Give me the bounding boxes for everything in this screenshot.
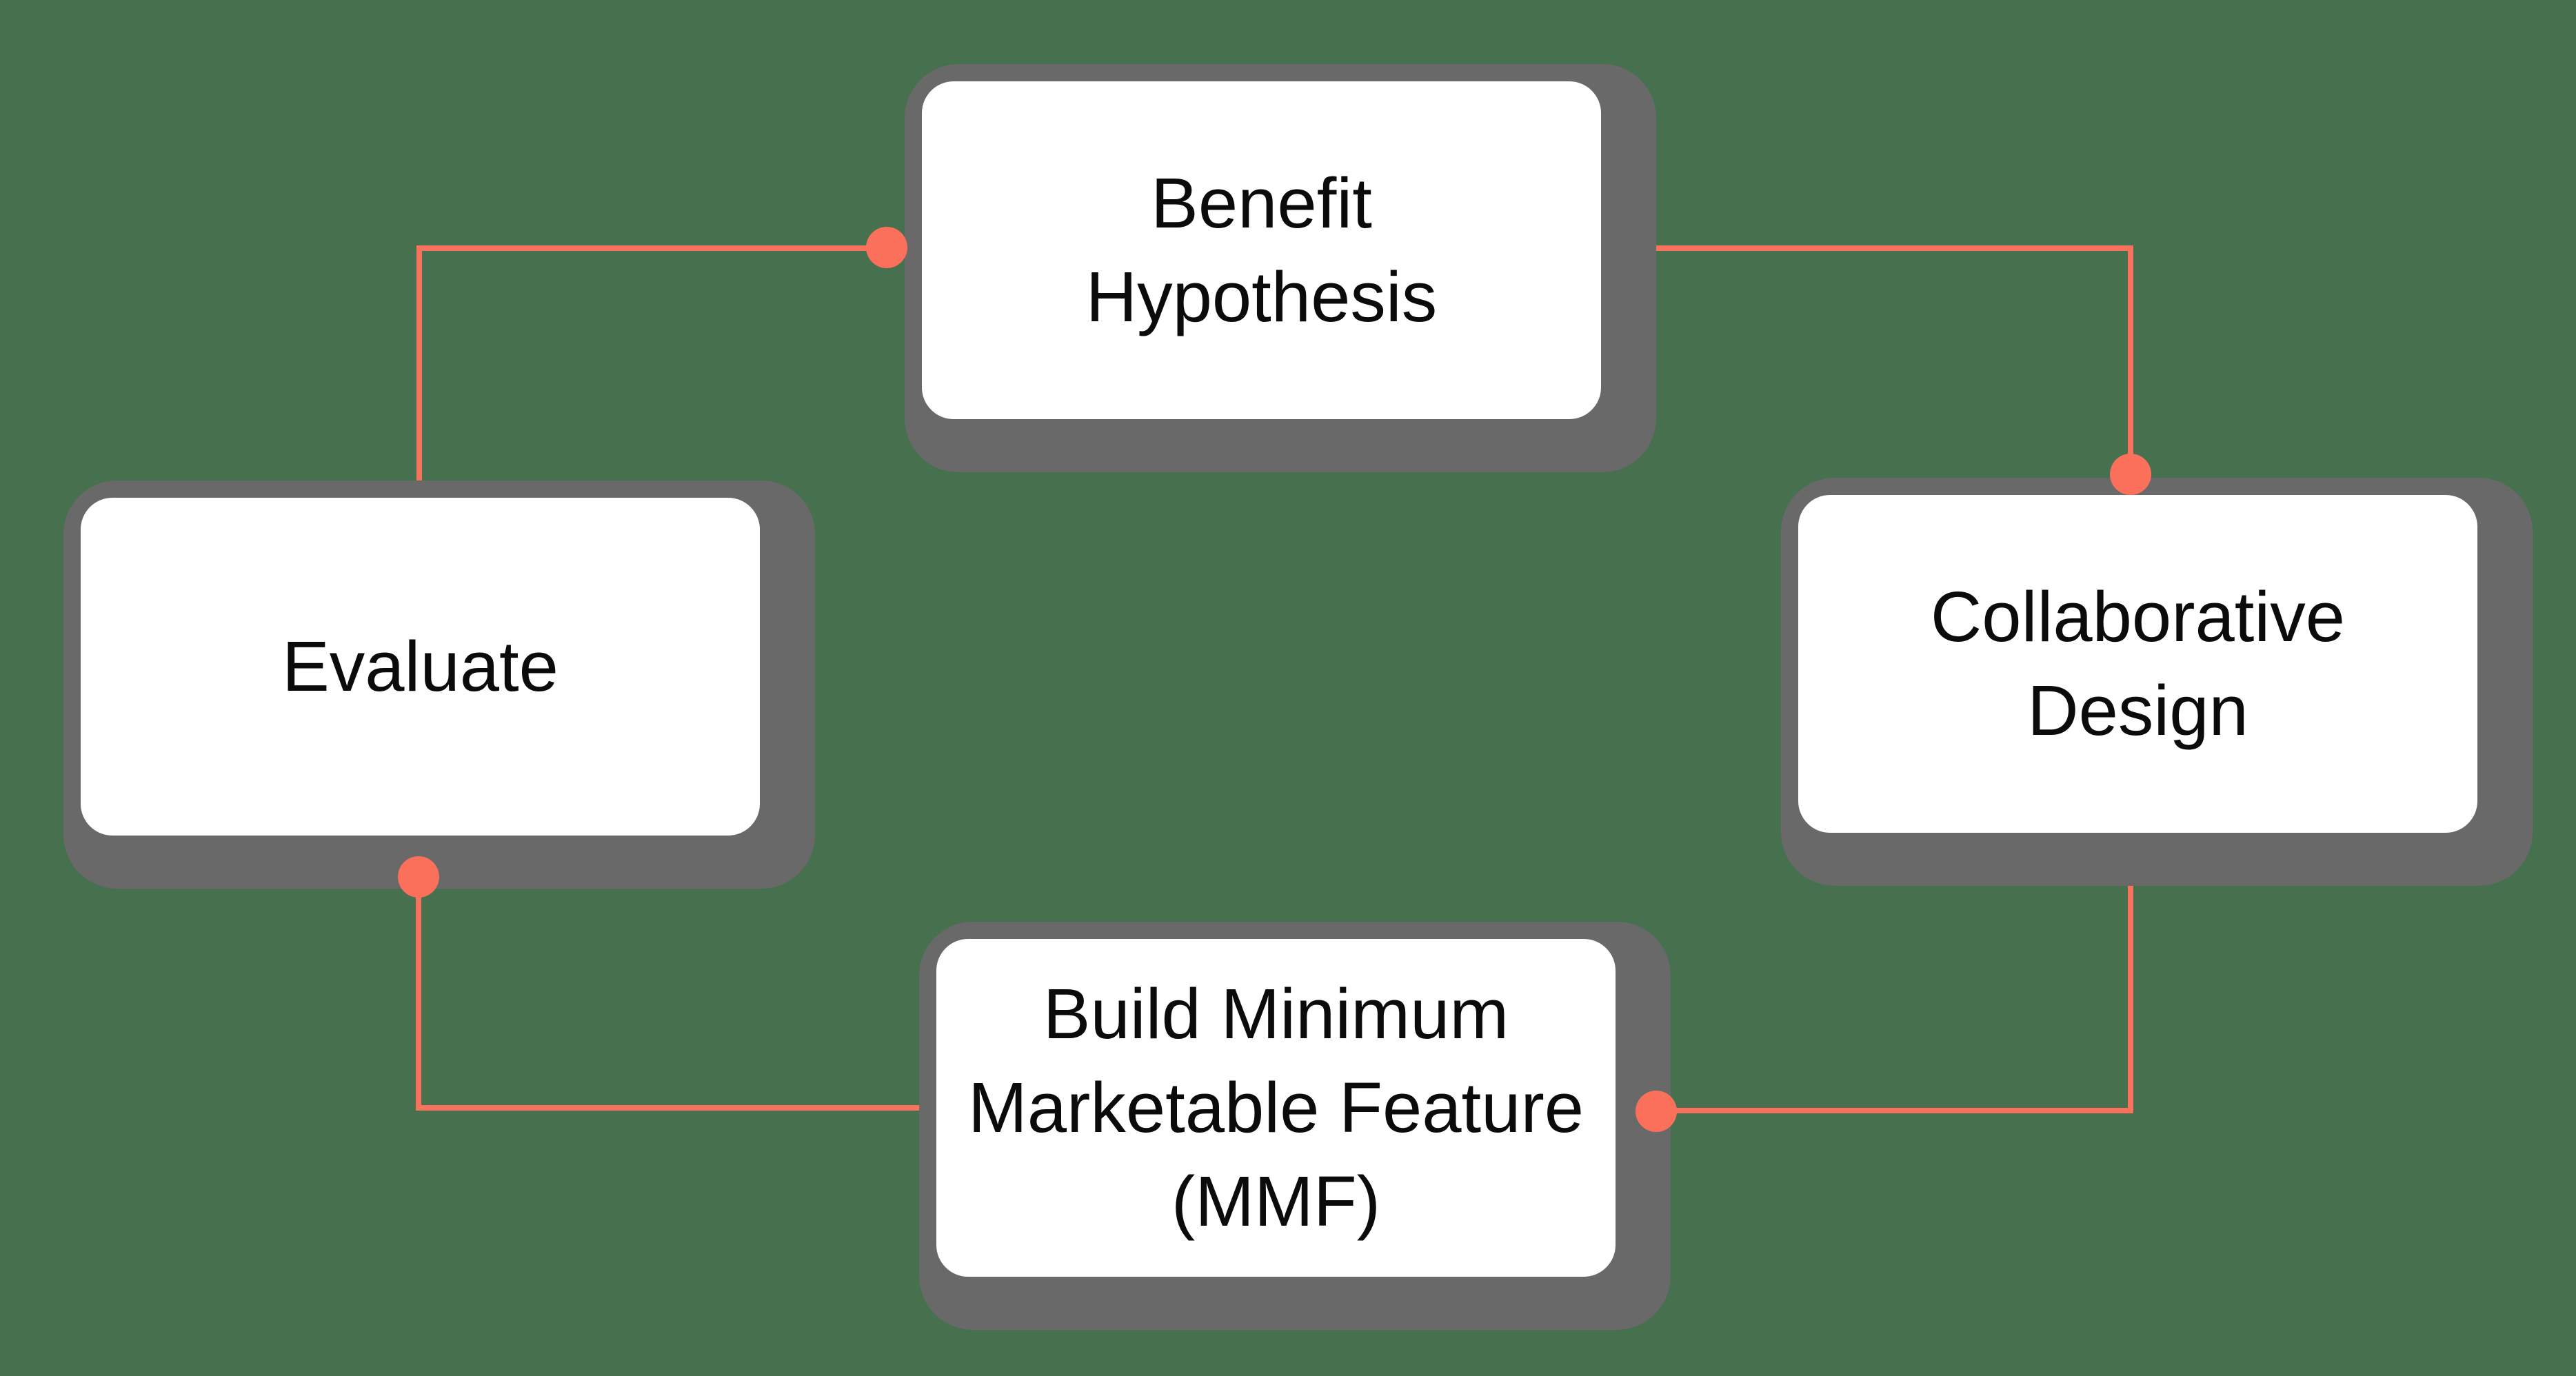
node-collaborative-design-card: Collaborative Design — [1798, 495, 2477, 833]
node-benefit-hypothesis: Benefit Hypothesis — [905, 64, 1656, 472]
connector-build-mmf-to-evaluate — [416, 877, 938, 1111]
node-build-mmf-label: Build Minimum Marketable Feature (MMF) — [967, 974, 1584, 1241]
node-benefit-hypothesis-card: Benefit Hypothesis — [922, 81, 1601, 419]
connector-dot-benefit-hypothesis — [866, 227, 907, 268]
node-collaborative-design-label: Collaborative Design — [1930, 577, 2346, 750]
connector-dot-collaborative-design — [2110, 454, 2151, 495]
node-evaluate: Evaluate — [63, 480, 815, 889]
connector-collaborative-design-to-build-mmf — [1656, 831, 2133, 1113]
node-evaluate-label: Evaluate — [282, 627, 559, 707]
connector-dot-build-mmf — [1636, 1091, 1677, 1132]
node-collaborative-design: Collaborative Design — [1781, 478, 2533, 886]
connector-benefit-hypothesis-to-collaborative-design — [1607, 245, 2133, 474]
node-benefit-hypothesis-label: Benefit Hypothesis — [1085, 163, 1438, 336]
node-evaluate-card: Evaluate — [81, 498, 760, 836]
node-build-mmf: Build Minimum Marketable Feature (MMF) — [919, 922, 1671, 1330]
connector-evaluate-to-benefit-hypothesis — [416, 245, 887, 498]
connector-dot-evaluate — [398, 856, 439, 898]
node-build-mmf-card: Build Minimum Marketable Feature (MMF) — [936, 939, 1616, 1277]
